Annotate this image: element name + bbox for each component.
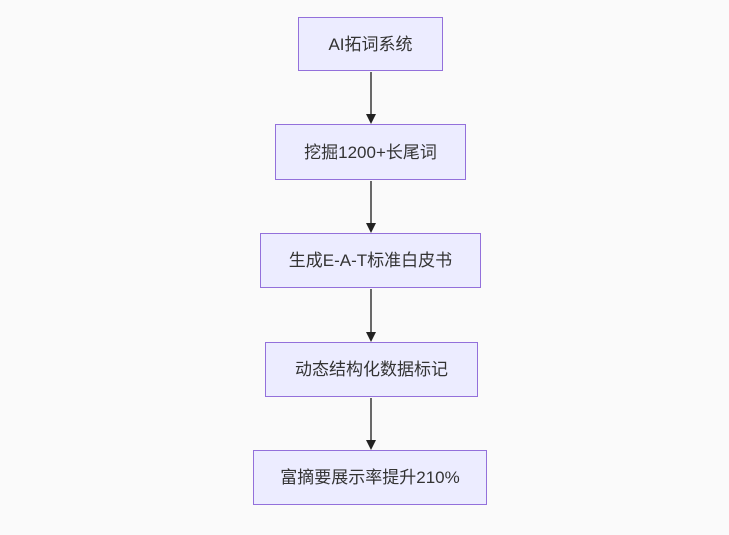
arrowhead-icon: [366, 332, 376, 342]
flow-node-label: AI拓词系统: [328, 34, 413, 54]
arrowhead-icon: [366, 440, 376, 450]
edge-n4-n5: [366, 398, 376, 450]
flow-node-mine-longtail-keywords: 挖掘1200+长尾词: [275, 124, 466, 180]
edge-n2-n3: [366, 181, 376, 233]
flow-node-rich-snippet-rate: 富摘要展示率提升210%: [253, 450, 487, 505]
arrowhead-icon: [366, 223, 376, 233]
edge-n3-n4: [366, 289, 376, 342]
flow-node-label: 生成E-A-T标准白皮书: [288, 251, 453, 270]
flow-node-dynamic-structured-data: 动态结构化数据标记: [265, 342, 478, 397]
edge-n1-n2: [366, 72, 376, 124]
flow-node-ai-keyword-system: AI拓词系统: [298, 17, 443, 71]
flow-node-generate-eat-whitepaper: 生成E-A-T标准白皮书: [260, 233, 481, 288]
flow-node-label: 动态结构化数据标记: [295, 360, 448, 379]
flow-node-label: 挖掘1200+长尾词: [304, 142, 437, 162]
arrowhead-icon: [366, 114, 376, 124]
flow-node-label: 富摘要展示率提升210%: [280, 468, 460, 487]
